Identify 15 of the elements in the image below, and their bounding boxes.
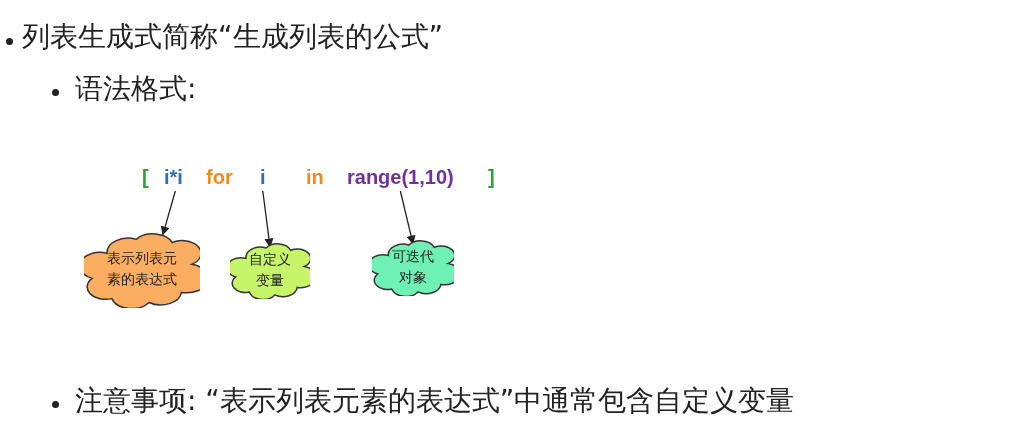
code-token: i xyxy=(260,165,266,189)
code-token: for xyxy=(206,165,233,189)
bullet-text: 注意事项: “表示列表元素的表达式”中通常包含自定义变量 xyxy=(75,384,795,418)
code-token: ] xyxy=(488,165,495,189)
cloud-callout: 自定义变量 xyxy=(230,241,310,299)
code-token: in xyxy=(306,165,324,189)
code-token: [ xyxy=(142,165,149,189)
code-token: range(1,10) xyxy=(347,165,454,189)
bullet-text: 列表生成式简称“生成列表的公式” xyxy=(22,20,443,54)
bullet-text: 语法格式: xyxy=(75,72,197,106)
code-token: i*i xyxy=(164,165,183,189)
cloud-callout: 可迭代对象 xyxy=(372,238,454,296)
arrow xyxy=(399,190,416,245)
arrow xyxy=(160,190,176,236)
cloud-callout: 表示列表元素的表达式 xyxy=(84,230,200,308)
